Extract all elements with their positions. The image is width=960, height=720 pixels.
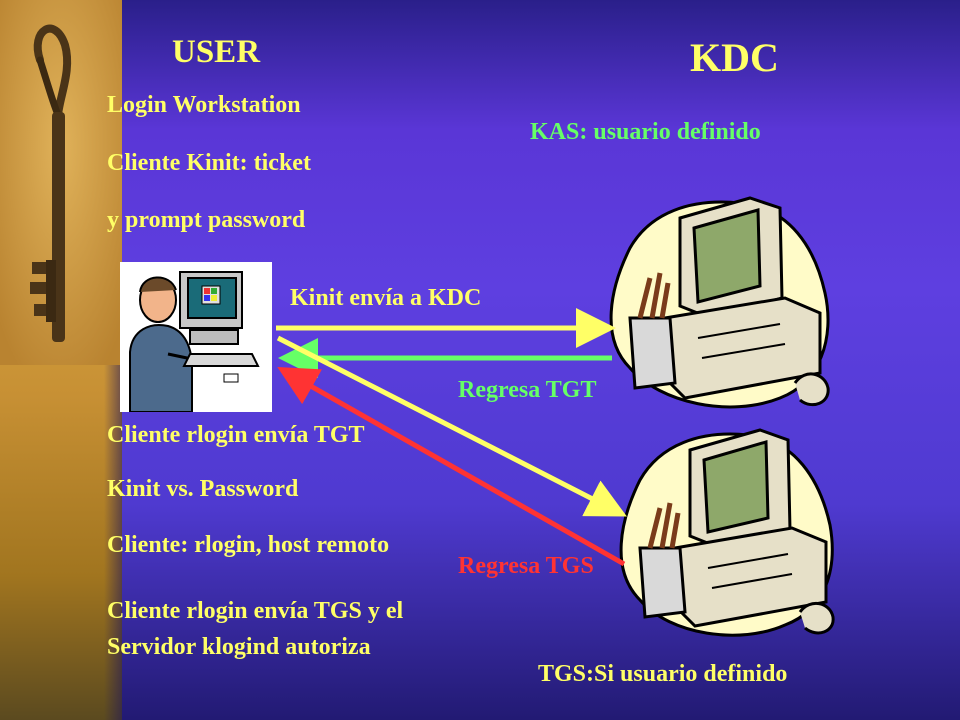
step-login-workstation: Login Workstation xyxy=(107,92,301,118)
step-prompt-password: y prompt password xyxy=(107,207,306,233)
key-icon xyxy=(0,0,122,365)
send-tgt-to-tgs-arrow xyxy=(276,335,627,517)
step-rlogin-envia-tgt: Cliente rlogin envía TGT xyxy=(107,422,365,448)
step-rlogin-envia-tgs: Cliente rlogin envía TGS y el xyxy=(107,598,404,624)
return-tgt-label: Regresa TGT xyxy=(458,377,597,403)
tgs-server-computer-icon xyxy=(619,428,835,637)
user-computer-icon xyxy=(129,271,260,413)
kinit-send-label: Kinit envía a KDC xyxy=(290,285,482,311)
user-computer-panel xyxy=(120,262,272,413)
step-klogind-autoriza: Servidor klogind autoriza xyxy=(107,634,371,660)
return-tgs-label: Regresa TGS xyxy=(458,553,594,579)
step-rlogin-host-remoto: Cliente: rlogin, host remoto xyxy=(107,532,390,558)
kas-label: KAS: usuario definido xyxy=(530,119,761,145)
step-cliente-kinit: Cliente Kinit: ticket xyxy=(107,150,311,176)
kdc-title: KDC xyxy=(690,35,779,80)
user-title: USER xyxy=(172,34,261,70)
kas-server-computer-icon xyxy=(609,196,830,409)
step-kinit-vs-password: Kinit vs. Password xyxy=(107,476,299,502)
return-tgs-arrow xyxy=(277,367,626,567)
tgs-label: TGS:Si usuario definido xyxy=(538,661,788,687)
